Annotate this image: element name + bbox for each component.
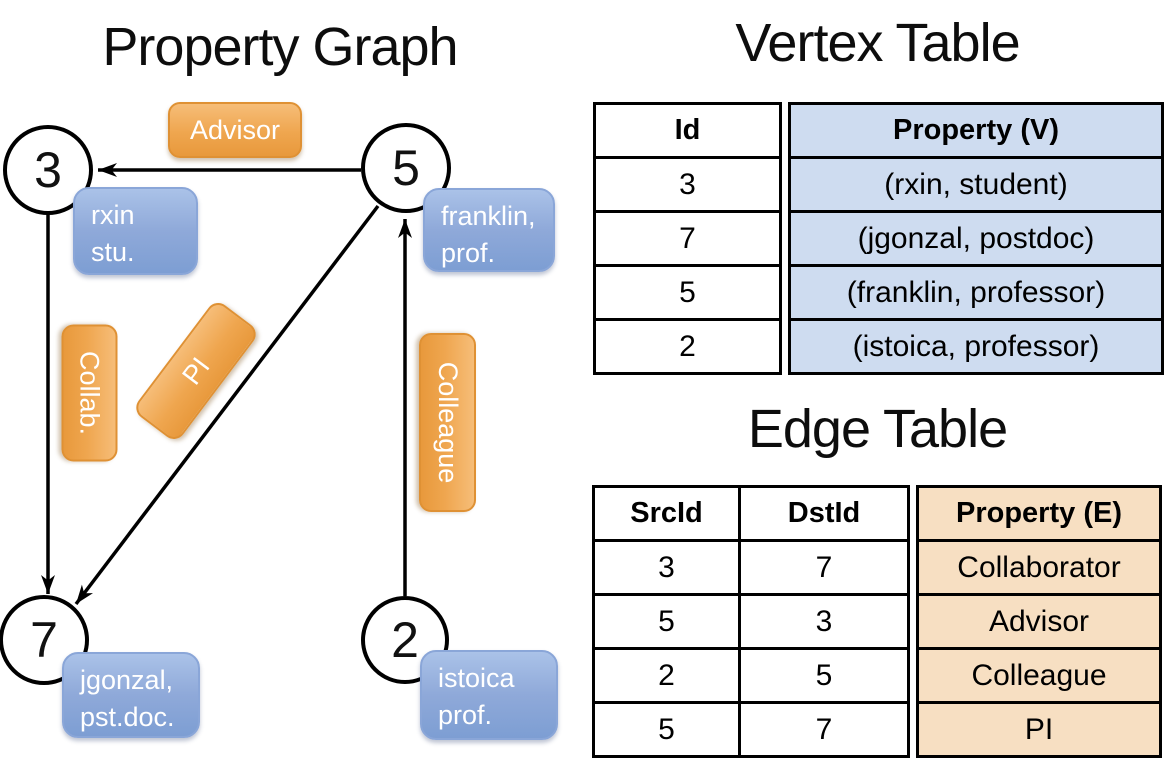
vertex-circle-2: 2 <box>361 596 449 684</box>
edge-table-id-columns: SrcId DstId 3 7 5 3 2 5 5 7 <box>592 485 910 758</box>
table-cell: 5 <box>592 701 741 758</box>
vertex-table-header-property: Property (V) <box>788 102 1164 159</box>
property-box-rxin-line2: stu. <box>91 237 135 268</box>
table-cell: PI <box>916 701 1162 758</box>
vertex-circle-5: 5 <box>361 123 451 213</box>
table-cell: (franklin, professor) <box>788 264 1164 321</box>
table-cell: 7 <box>738 539 910 596</box>
table-cell: Colleague <box>916 647 1162 704</box>
edge-table-title: Edge Table <box>747 399 1008 459</box>
table-cell: 5 <box>738 647 910 704</box>
property-box-rxin: rxin stu. <box>73 187 198 275</box>
vertex-id-2: 2 <box>391 612 419 668</box>
edge-label-colleague: Colleague <box>419 333 476 512</box>
table-cell: 2 <box>593 318 782 375</box>
table-cell: (rxin, student) <box>788 156 1164 213</box>
property-box-franklin-line1: franklin, <box>441 201 536 231</box>
table-cell: 5 <box>593 264 782 321</box>
table-cell: Advisor <box>916 593 1162 650</box>
table-cell: Collaborator <box>916 539 1162 596</box>
table-cell: 7 <box>593 210 782 267</box>
vertex-table: Id 3 7 5 2 Property (V) (rxin, student) … <box>593 102 1164 375</box>
property-box-franklin: franklin, prof. <box>423 188 555 272</box>
table-cell: 7 <box>738 701 910 758</box>
property-box-istoica: istoica prof. <box>420 650 558 740</box>
edge-table-header-property: Property (E) <box>916 485 1162 542</box>
vertex-table-id-column: Id 3 7 5 2 <box>593 102 782 375</box>
property-graph-title: Property Graph <box>102 17 458 77</box>
vertex-table-title: Vertex Table <box>735 13 1020 73</box>
edge-table-header-srcid: SrcId <box>592 485 741 542</box>
property-box-franklin-line2: prof. <box>441 238 496 269</box>
edge-table-header-dstid: DstId <box>738 485 910 542</box>
edge-table-property-column: Property (E) Collaborator Advisor Collea… <box>916 485 1162 758</box>
property-box-jgonzal-line1: jgonzal, <box>80 665 174 695</box>
table-cell: 3 <box>738 593 910 650</box>
edge-table: SrcId DstId 3 7 5 3 2 5 5 7 Property (E)… <box>592 485 1162 758</box>
edge-label-collab: Collab. <box>61 324 118 462</box>
table-cell: 5 <box>592 593 741 650</box>
vertex-id-5: 5 <box>392 140 420 196</box>
property-box-istoica-line1: istoica <box>438 663 515 693</box>
property-box-istoica-line2: prof. <box>438 700 493 731</box>
edge-label-advisor: Advisor <box>168 102 302 158</box>
property-box-jgonzal-line2: pst.doc. <box>80 702 175 733</box>
graph-edges <box>41 163 412 606</box>
table-cell: 3 <box>592 539 741 596</box>
edge-5-to-7-pi <box>74 204 380 606</box>
property-box-rxin-line1: rxin <box>91 200 135 230</box>
vertex-table-header-id: Id <box>593 102 782 159</box>
vertex-id-7: 7 <box>30 612 58 668</box>
table-cell: (istoica, professor) <box>788 318 1164 375</box>
table-cell: 3 <box>593 156 782 213</box>
vertex-id-3: 3 <box>34 142 62 198</box>
table-cell: (jgonzal, postdoc) <box>788 210 1164 267</box>
vertex-table-property-column: Property (V) (rxin, student) (jgonzal, p… <box>788 102 1164 375</box>
table-cell: 2 <box>592 647 741 704</box>
property-box-jgonzal: jgonzal, pst.doc. <box>62 652 200 738</box>
